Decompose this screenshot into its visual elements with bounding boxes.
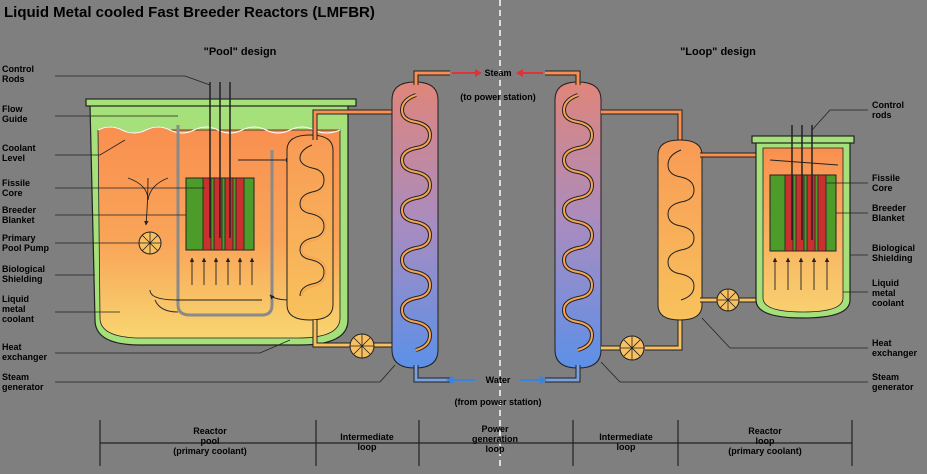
pool-leader-lines — [55, 75, 396, 383]
steam-label: Steam — [484, 68, 512, 78]
loop-core — [769, 174, 837, 252]
loop-steam-generator — [545, 70, 602, 383]
water-label: Water — [485, 375, 511, 385]
pool-steam-generator — [391, 70, 450, 383]
diagram-title: Liquid Metal cooled Fast Breeder Reactor… — [4, 4, 375, 21]
loop-primary-piping — [700, 152, 765, 303]
loop-intermediate-pump — [619, 335, 645, 361]
loop-leader-lines — [600, 109, 868, 383]
loop-design-heading: "Loop" design — [680, 46, 756, 58]
bottom-section-bar — [99, 420, 853, 466]
loop-control-rods — [791, 125, 813, 240]
water-arrows — [446, 376, 547, 384]
steam-sub-label: (to power station) — [460, 92, 536, 102]
loop-intermediate-loop — [601, 109, 683, 351]
pool-primary-pump — [138, 231, 162, 255]
loop-core-flow-arrows — [769, 159, 839, 290]
pool-intermediate-pump — [349, 333, 375, 359]
water-sub-label: (from power station) — [454, 397, 542, 407]
pool-control-rods — [209, 82, 231, 238]
loop-heat-exchanger — [657, 139, 703, 321]
loop-primary-pump — [716, 288, 740, 312]
steam-arrows — [452, 69, 543, 77]
pool-design-heading: "Pool" design — [203, 46, 277, 58]
pool-core-flow-arrows — [127, 157, 291, 301]
pool-heat-exchanger — [286, 134, 334, 321]
pool-flow-guide — [154, 125, 274, 317]
